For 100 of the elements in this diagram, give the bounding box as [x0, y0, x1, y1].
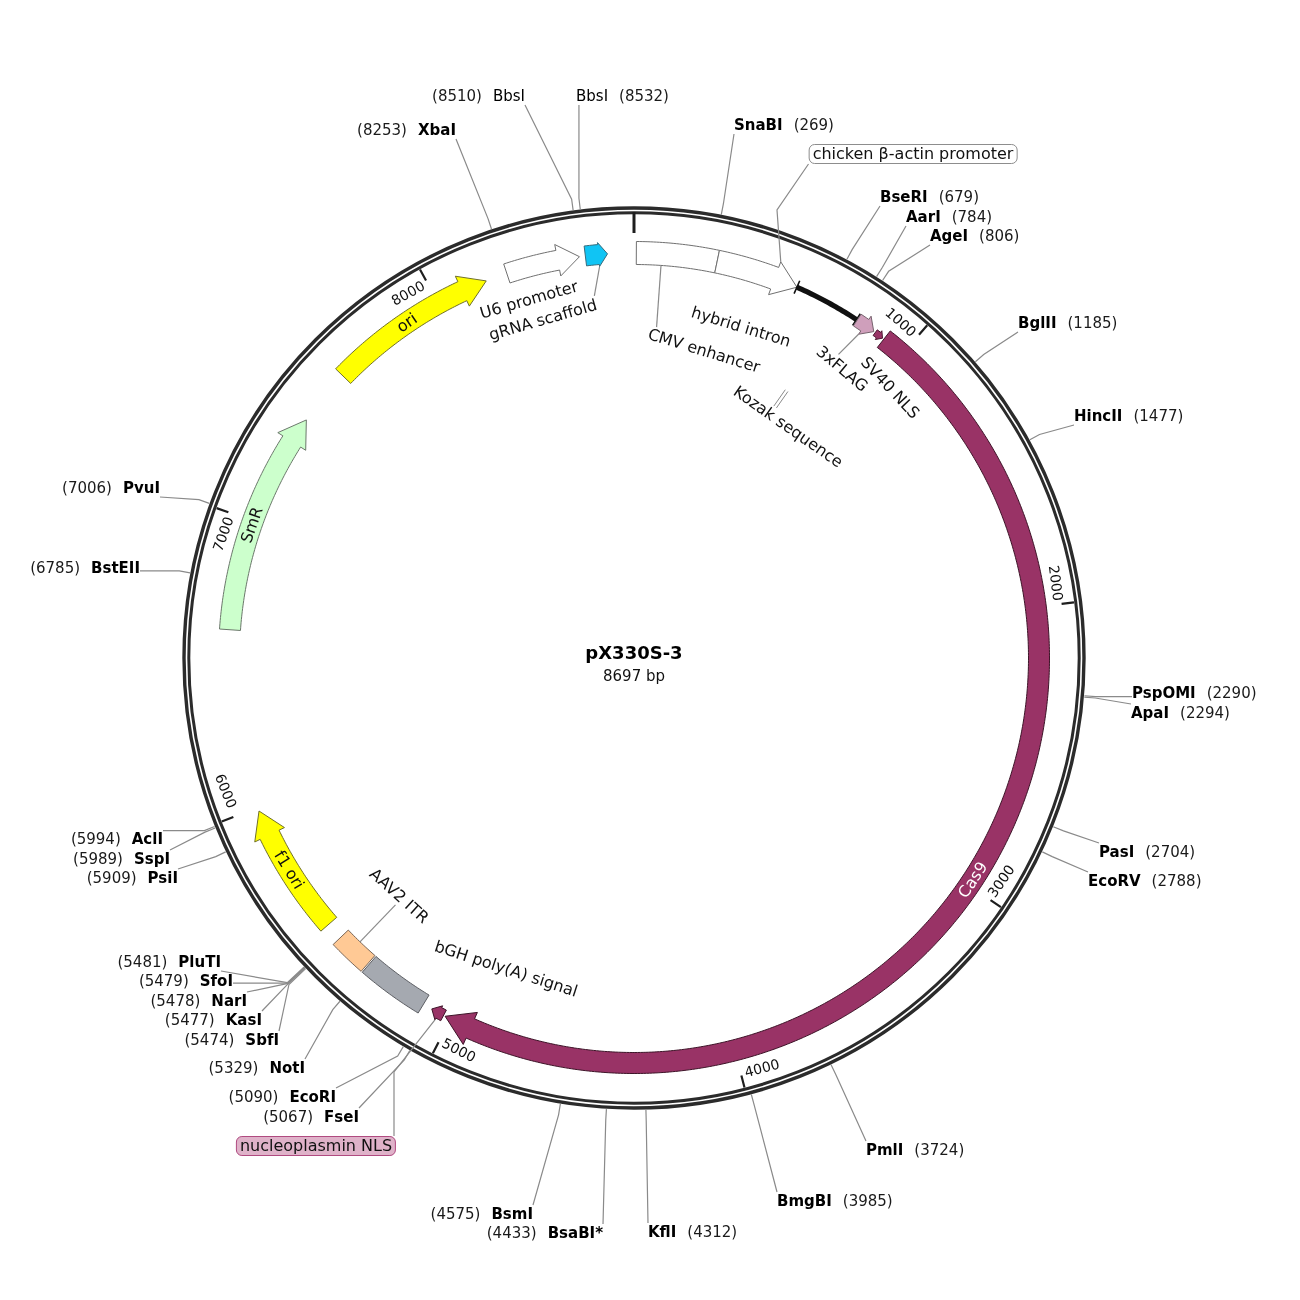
enzyme-name: NarI	[211, 992, 247, 1010]
enzyme-name: BbsI	[576, 87, 609, 105]
cut-position: (6785)	[30, 559, 81, 577]
leader-line	[773, 389, 789, 409]
cut-position: (269)	[793, 116, 834, 134]
sequence-length: 8697 bp	[603, 667, 665, 685]
feature-block	[361, 955, 431, 1015]
cut-position: (4575)	[430, 1205, 481, 1223]
scale-number: 2000	[1046, 564, 1067, 602]
cut-position: (7006)	[62, 479, 112, 497]
feature-block	[635, 240, 721, 274]
enzyme-name: BglII	[1018, 314, 1057, 332]
leader-line	[159, 496, 210, 504]
enzyme-name: HincII	[1074, 407, 1123, 425]
leader-line	[524, 104, 574, 211]
map-title: pX330S-3	[585, 642, 683, 664]
enzyme-name: BbsI	[492, 87, 525, 105]
enzyme-name: AclI	[131, 830, 163, 848]
pointed-feature-block	[872, 328, 884, 341]
leader-line	[602, 1108, 607, 1225]
cut-position: (2788)	[1151, 872, 1202, 890]
scale-number: 4000	[742, 1055, 781, 1080]
feature-label: SmR	[236, 504, 267, 546]
enzyme-name: PmlI	[866, 1141, 904, 1159]
enzyme-name: SbfI	[245, 1031, 279, 1049]
cut-position: (4312)	[687, 1223, 738, 1241]
leader-line	[846, 205, 881, 260]
enzyme-name: PvuI	[122, 479, 160, 497]
leader-line	[220, 966, 305, 984]
leader-line	[139, 570, 191, 574]
cut-position: (5909)	[86, 869, 137, 887]
feature-block	[332, 929, 376, 973]
leader-line	[578, 104, 581, 210]
cut-position: (5329)	[208, 1059, 259, 1077]
leader-line	[177, 851, 227, 870]
feature-label: ori	[393, 309, 421, 336]
feature-label: nucleoplasmin NLS	[235, 1136, 397, 1156]
cut-position: (806)	[979, 227, 1020, 245]
pointed-feature-block	[502, 243, 581, 284]
cut-position: (4433)	[486, 1224, 537, 1242]
cut-position: (8532)	[619, 87, 669, 105]
enzyme-name: BsaBI*	[547, 1224, 603, 1242]
enzyme-name: FseI	[324, 1108, 359, 1126]
enzyme-name: ApaI	[1131, 704, 1170, 722]
cut-position: (679)	[938, 188, 979, 206]
enzyme-name: PasI	[1099, 843, 1135, 861]
leader-line	[655, 264, 662, 328]
leader-line	[974, 331, 1019, 363]
leader-line	[830, 1064, 867, 1142]
cut-position: (5067)	[263, 1108, 314, 1126]
leader-line	[776, 163, 810, 263]
enzyme-name: PspOMI	[1132, 684, 1196, 702]
enzyme-name: BmgBI	[777, 1192, 832, 1210]
leader-line	[455, 138, 493, 230]
enzyme-name: AarI	[906, 208, 941, 226]
feature-label: chicken β-actin promoter	[808, 144, 1018, 164]
pointed-feature-block	[852, 313, 875, 336]
cut-position: (2704)	[1145, 843, 1196, 861]
leader-line	[393, 1019, 436, 1137]
enzyme-name: AgeI	[930, 227, 969, 245]
leader-line	[162, 825, 216, 832]
cut-position: (2294)	[1180, 704, 1230, 722]
leader-line	[1083, 696, 1132, 705]
cut-position: (5478)	[150, 992, 201, 1010]
enzyme-name: PluTI	[178, 953, 221, 971]
cut-position: (5989)	[73, 850, 123, 868]
enzyme-name: XbaI	[418, 121, 456, 139]
cut-position: (1185)	[1067, 314, 1118, 332]
cut-position: (5479)	[138, 972, 189, 990]
pointed-feature-block	[713, 249, 798, 296]
enzyme-name: SfoI	[199, 972, 233, 990]
leader-line	[532, 1103, 561, 1206]
enzyme-name: KflI	[648, 1223, 677, 1241]
pointed-feature-block	[430, 1004, 448, 1022]
cut-position: (8253)	[357, 121, 407, 139]
leader-line	[278, 968, 307, 1032]
cut-position: (3985)	[842, 1192, 893, 1210]
leader-line	[1052, 826, 1100, 844]
leader-line	[1029, 424, 1075, 441]
cut-position: (784)	[951, 208, 993, 226]
leader-line	[246, 967, 306, 993]
cut-position: (5090)	[228, 1088, 279, 1106]
scale-number: 5000	[439, 1034, 479, 1065]
leader-line	[1041, 851, 1089, 873]
leader-line	[335, 1046, 404, 1089]
cut-position: (5474)	[184, 1031, 235, 1049]
leader-line	[593, 265, 601, 297]
enzyme-name: BsmI	[491, 1205, 533, 1223]
cut-position: (5481)	[117, 953, 168, 971]
feature-label: f1 ori	[270, 847, 308, 893]
cut-position: (2290)	[1206, 684, 1257, 702]
enzyme-name: SspI	[133, 850, 170, 868]
cut-position: (1477)	[1133, 407, 1184, 425]
enzyme-name: KasI	[225, 1011, 262, 1029]
leader-line	[1083, 695, 1133, 698]
enzyme-name: NotI	[269, 1059, 305, 1077]
enzyme-name: BseRI	[880, 188, 928, 206]
leader-line	[359, 904, 397, 943]
cut-position: (3724)	[914, 1141, 965, 1159]
leader-line	[358, 1049, 411, 1109]
